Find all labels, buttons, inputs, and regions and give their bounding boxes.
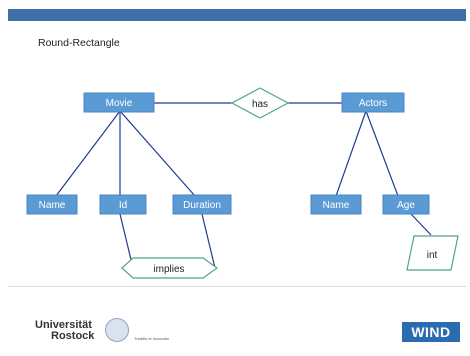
attribute-movie-id: Id xyxy=(99,194,147,215)
top-bar xyxy=(8,9,466,21)
footer-divider xyxy=(8,286,466,287)
type-note-int: int xyxy=(406,235,459,271)
relationship-has-label: has xyxy=(252,99,268,110)
edge-actors-age xyxy=(365,110,399,197)
constraint-implies-label: implies xyxy=(153,264,184,275)
attribute-movie-name-label: Name xyxy=(39,200,66,211)
university-tagline: Traditio et Innovatio xyxy=(134,336,169,341)
attribute-actors-name: Name xyxy=(310,194,362,215)
edge-movie-name xyxy=(55,110,121,197)
attribute-movie-id-label: Id xyxy=(119,200,127,211)
edge-movie-duration xyxy=(119,110,196,197)
attribute-movie-duration: Duration xyxy=(172,194,232,215)
relationship-has-diamond xyxy=(230,87,290,119)
entity-movie-label: Movie xyxy=(106,98,133,109)
edges xyxy=(55,102,432,269)
constraint-implies: implies xyxy=(121,257,219,279)
entity-movie: Movie xyxy=(83,92,155,113)
attribute-movie-duration-box xyxy=(172,194,232,215)
entity-actors-box xyxy=(341,92,405,113)
attribute-actors-age-label: Age xyxy=(397,200,415,211)
attribute-movie-duration-label: Duration xyxy=(183,200,221,211)
relationship-has: has xyxy=(230,87,290,119)
wind-logo: WIND xyxy=(402,322,460,342)
attribute-actors-age: Age xyxy=(382,194,430,215)
entity-movie-box xyxy=(83,92,155,113)
attribute-actors-age-box xyxy=(382,194,430,215)
edge-actors-name xyxy=(335,110,367,197)
entity-actors-label: Actors xyxy=(359,98,387,109)
attribute-movie-id-box xyxy=(99,194,147,215)
constraint-implies-shape xyxy=(121,257,219,279)
type-note-int-shape xyxy=(406,235,459,271)
edge-id-implies xyxy=(119,213,134,269)
slide-title: Round-Rectangle xyxy=(38,37,120,49)
university-name-line2: Rostock xyxy=(51,330,95,342)
attribute-actors-name-label: Name xyxy=(323,200,350,211)
type-note-int-label: int xyxy=(427,250,438,261)
entity-actors: Actors xyxy=(341,92,405,113)
university-name-line1: Universität xyxy=(35,319,92,331)
attribute-movie-name: Name xyxy=(26,194,78,215)
university-seal-icon xyxy=(105,318,129,342)
attribute-actors-name-box xyxy=(310,194,362,215)
edge-age-int xyxy=(410,213,432,236)
edge-duration-implies xyxy=(201,213,216,269)
attribute-movie-name-box xyxy=(26,194,78,215)
